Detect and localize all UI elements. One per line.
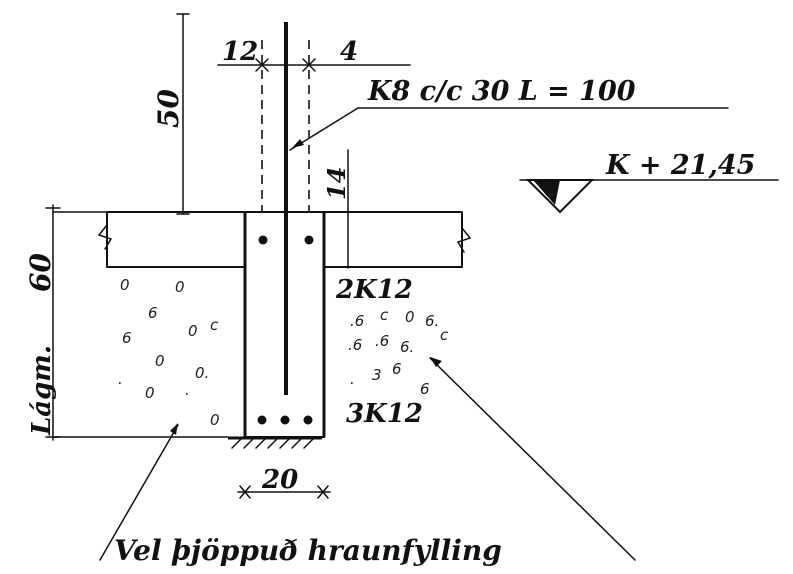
svg-text:6.: 6.	[425, 312, 439, 330]
svg-text:6.: 6.	[400, 338, 414, 356]
svg-text:.: .	[118, 370, 123, 388]
svg-text:c: c	[380, 306, 389, 324]
fill-leader	[99, 357, 636, 561]
dim-rebar-height: 50	[152, 13, 190, 215]
svg-text:.: .	[185, 381, 190, 399]
top-rebar-dots	[258, 235, 314, 245]
dim-20-label: 20	[261, 465, 298, 495]
svg-text:0: 0	[145, 384, 155, 402]
svg-text:6: 6	[420, 380, 430, 398]
svg-text:c: c	[440, 326, 449, 344]
svg-text:6: 6	[392, 360, 402, 378]
dim-60-label: 60	[24, 253, 57, 292]
svg-text:0: 0	[188, 322, 198, 340]
dowel-spec-label: K8 c/c 30 L = 100	[367, 76, 636, 107]
strip-footing	[228, 211, 326, 449]
fill-note-label: Vel þjöppuð hraunfylling	[114, 534, 502, 567]
dim-50-label: 50	[152, 89, 185, 128]
floor-slab-left	[97, 211, 246, 268]
svg-text:6: 6	[122, 329, 132, 347]
depth-prefix-label: Lágm.	[27, 345, 57, 436]
dim-top-offsets: 12 4	[217, 37, 411, 72]
svg-text:0: 0	[175, 278, 185, 296]
svg-text:0.: 0.	[195, 364, 209, 382]
elevation-marker: K + 21,45	[519, 150, 779, 214]
elevation-label: K + 21,45	[605, 150, 755, 181]
svg-text:3: 3	[372, 366, 382, 384]
svg-text:c: c	[210, 316, 219, 334]
dim-footing-depth: Lágm. 60	[24, 204, 229, 441]
svg-text:0: 0	[210, 411, 220, 429]
svg-text:.6: .6	[375, 332, 389, 350]
svg-text:.6: .6	[348, 336, 362, 354]
svg-text:0: 0	[405, 308, 415, 326]
svg-text:6: 6	[148, 304, 158, 322]
dim-footing-width: 20	[237, 465, 331, 499]
svg-text:.6: .6	[350, 312, 364, 330]
dim-4-label: 4	[340, 37, 358, 67]
bottom-rebar-dots	[257, 415, 313, 425]
svg-text:0: 0	[120, 276, 130, 294]
dowel-spec: K8 c/c 30 L = 100	[289, 76, 729, 151]
dim-12-label: 12	[222, 37, 258, 67]
floor-slab-right	[323, 211, 472, 268]
svg-text:.: .	[350, 370, 355, 388]
dim-14-label: 14	[322, 167, 351, 200]
svg-text:0: 0	[155, 352, 165, 370]
top-bars-label: 2K12	[335, 275, 413, 305]
dim-foundation-depth: 14	[322, 149, 354, 269]
bottom-bars-label: 3K12	[346, 399, 423, 429]
